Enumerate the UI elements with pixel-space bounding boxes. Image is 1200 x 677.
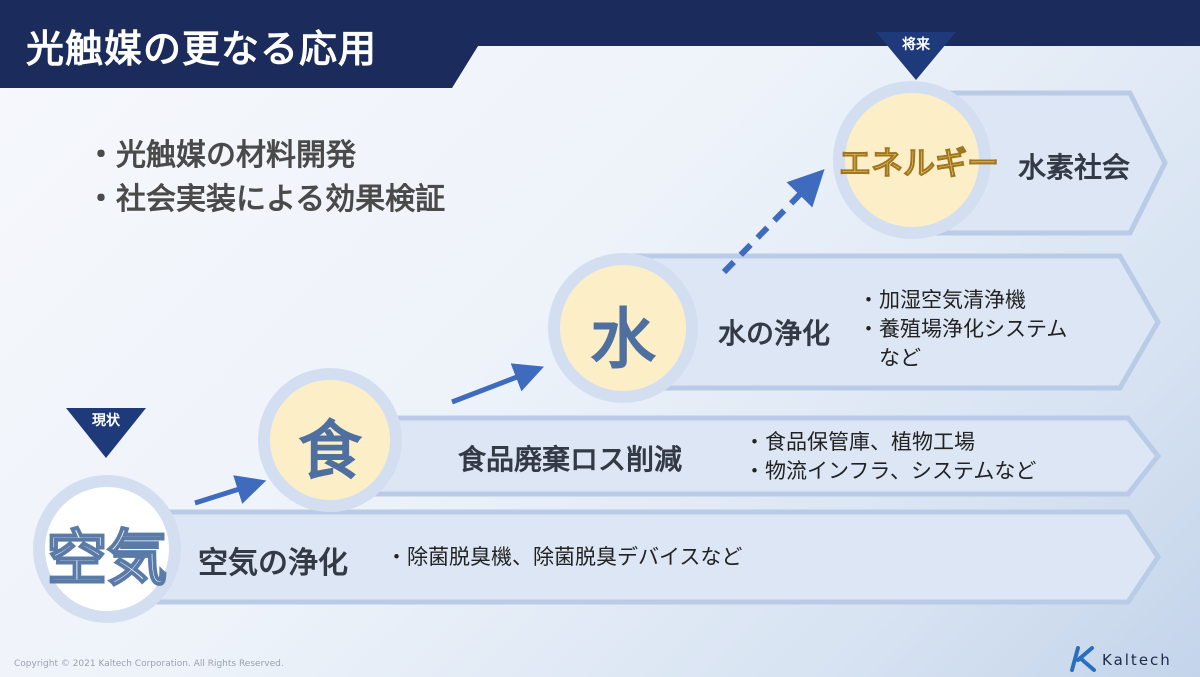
desc-item: 加湿空気清浄機 [858, 286, 1067, 315]
connector-arrow [194, 475, 267, 506]
circle-water [548, 253, 698, 403]
stage-label-air: 空気の浄化 [198, 546, 348, 581]
circle-energy-text: エネルギー [839, 144, 1000, 183]
circle-food [258, 368, 402, 512]
badge-current-label: 現状 [92, 413, 120, 429]
desc-item: など [879, 346, 921, 370]
circle-water-text: 水 [590, 301, 656, 378]
header-bar [0, 0, 1200, 88]
circle-air [33, 475, 181, 623]
bullet-list: 光触媒の材料開発 社会実装による効果検証 [86, 134, 445, 222]
stage-desc-air: 除菌脱臭機、除菌脱臭デバイスなど [386, 543, 742, 572]
bullet-item: 光触媒の材料開発 [86, 134, 445, 178]
desc-item: 物流インフラ、システムなど [744, 457, 1036, 486]
desc-item: 食品保管庫、植物工場 [744, 428, 1036, 457]
connector-arrow-dashed [721, 169, 825, 275]
connector-arrow [451, 363, 545, 405]
desc-item: 養殖場浄化システム [858, 315, 1067, 344]
stage-desc-food: 食品保管庫、植物工場 物流インフラ、システムなど [744, 428, 1036, 486]
page-title: 光触媒の更なる応用 [26, 27, 378, 71]
stage-label-food: 食品廃棄ロス削減 [458, 443, 683, 476]
stage-label-energy: 水素社会 [1018, 151, 1131, 184]
badge-current [66, 408, 146, 458]
copyright-text: Copyright © 2021 Kaltech Corporation. Al… [14, 659, 284, 669]
bullet-item: 社会実装による効果検証 [86, 178, 445, 222]
badge-future [876, 32, 956, 80]
badge-future-label: 将来 [902, 37, 930, 53]
logo-text: Kaltech [1102, 651, 1172, 669]
circle-energy [833, 81, 991, 239]
stage-label-water: 水の浄化 [718, 317, 831, 350]
circle-food-text: 食 [298, 415, 362, 489]
kaltech-logo-icon [1070, 646, 1096, 672]
desc-item: 除菌脱臭機、除菌脱臭デバイスなど [386, 543, 742, 572]
stage-desc-water: 加湿空気清浄機 養殖場浄化システム など [858, 286, 1067, 373]
circle-air-text: 空気 [46, 523, 168, 595]
